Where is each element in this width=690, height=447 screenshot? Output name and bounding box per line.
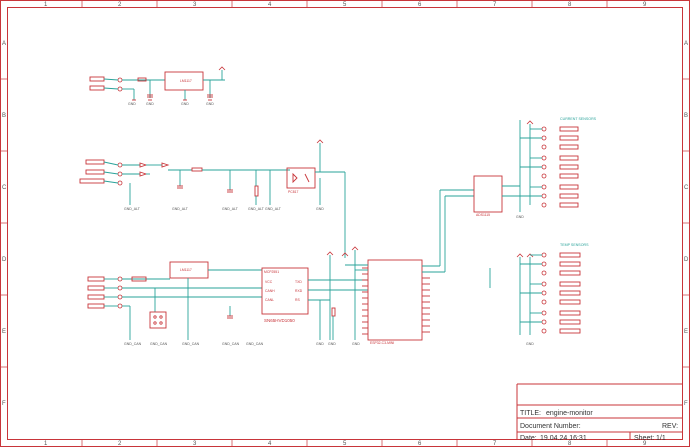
row-labels: A B C D E F A B C D E F (2, 41, 689, 407)
col-label-2: 2 (118, 2, 122, 8)
svg-text:GND: GND (316, 207, 324, 211)
svg-text:GND_ALT: GND_ALT (222, 207, 239, 211)
svg-text:GND: GND (526, 342, 534, 346)
svg-text:GND: GND (352, 342, 360, 346)
mcu-pins-right (422, 265, 430, 333)
mcu-pins-left (362, 267, 368, 335)
svg-text:D: D (684, 257, 689, 263)
document-number-label: Document Number: (520, 423, 581, 430)
svg-text:RXD: RXD (295, 289, 303, 293)
rev-label: REV: (662, 423, 678, 430)
svg-text:GND: GND (181, 102, 189, 106)
svg-text:E: E (684, 329, 688, 335)
col-label-4: 4 (268, 2, 272, 8)
svg-text:7: 7 (493, 441, 497, 447)
col-label-5: 5 (343, 2, 347, 8)
svg-text:LM1117: LM1117 (180, 79, 192, 83)
can-transceiver-chip (261, 267, 309, 315)
svg-text:GND_CAN: GND_CAN (182, 342, 200, 346)
svg-text:A: A (684, 41, 688, 47)
svg-text:6: 6 (418, 441, 422, 447)
col-label-8: 8 (568, 2, 572, 8)
power-input-section: LM1117 GND GND GND GND (89, 66, 226, 106)
row-dividers (0, 78, 690, 368)
svg-text:GND: GND (146, 102, 154, 106)
mcu-chip (367, 259, 423, 341)
title-block: TITLE: engine-monitor Document Number: R… (516, 383, 683, 442)
column-labels: 1 2 3 4 5 6 7 8 9 1 2 3 4 5 6 7 8 9 (44, 2, 647, 447)
io-expander-chip (473, 175, 503, 213)
right-connectors-top: CURRENT SENSORS (520, 117, 597, 208)
analog-input-section: PC817 GND_ALT GND_ALT GND_ALT GND_ALT GN… (79, 139, 345, 211)
row-label-d: D (2, 257, 7, 263)
can-section: LM1117 GND_CAN GND_CAN GND_CAN GND_CAN G… (87, 251, 368, 346)
voltage-regulator-top (164, 71, 204, 91)
svg-text:F: F (684, 401, 688, 407)
svg-text:GND_ALT: GND_ALT (172, 207, 189, 211)
date-label: Date: (520, 435, 537, 442)
svg-text:B: B (684, 113, 688, 119)
right-connectors-bottom: TEMP SENSORS GND (516, 243, 589, 346)
io-expander-block: ADS1115 GND (473, 120, 540, 219)
svg-text:GND: GND (516, 215, 524, 219)
row-label-f: F (2, 401, 6, 407)
svg-text:GND: GND (128, 102, 136, 106)
title-label: TITLE: (520, 410, 541, 417)
svg-text:GND: GND (316, 342, 324, 346)
transceiver-label: SN65HVD1050 (264, 318, 295, 323)
col-label-9: 9 (643, 2, 647, 8)
svg-text:TEMP SENSORS: TEMP SENSORS (560, 243, 589, 247)
sheet-value: 1/1 (656, 435, 666, 442)
jumper-header (149, 311, 167, 329)
can-transceiver-label: MCP2551 (264, 270, 279, 274)
svg-text:TXD: TXD (295, 280, 302, 284)
svg-text:1: 1 (44, 441, 48, 447)
col-label-1: 1 (44, 2, 48, 8)
svg-text:2: 2 (118, 441, 122, 447)
svg-text:GND_ALT: GND_ALT (265, 207, 282, 211)
col-label-6: 6 (418, 2, 422, 8)
mcu-label: ESP32-C3-MINI (370, 341, 394, 345)
svg-text:GND_CAN: GND_CAN (246, 342, 264, 346)
sheet-label: Sheet: (634, 435, 654, 442)
svg-text:GND: GND (206, 102, 214, 106)
title-value: engine-monitor (546, 410, 593, 417)
row-label-b: B (2, 113, 6, 119)
svg-text:3: 3 (193, 441, 197, 447)
row-label-e: E (2, 329, 6, 335)
svg-text:GND_ALT: GND_ALT (124, 207, 141, 211)
col-label-3: 3 (193, 2, 197, 8)
column-dividers (81, 0, 608, 447)
svg-text:RS: RS (295, 298, 300, 302)
col-label-7: 7 (493, 2, 497, 8)
svg-text:CURRENT SENSORS: CURRENT SENSORS (560, 117, 597, 121)
svg-text:5: 5 (343, 441, 347, 447)
row-label-a: A (2, 41, 6, 47)
svg-text:4: 4 (268, 441, 272, 447)
svg-text:CANH: CANH (265, 289, 275, 293)
svg-text:GND_CAN: GND_CAN (124, 342, 142, 346)
inner-frame (7, 7, 683, 440)
svg-text:VCC: VCC (265, 280, 273, 284)
svg-text:GND: GND (328, 342, 336, 346)
regulator-label: LM1117 (180, 268, 192, 272)
opto-label: PC817 (288, 190, 298, 194)
svg-text:GND_CAN: GND_CAN (150, 342, 168, 346)
svg-text:GND_ALT: GND_ALT (248, 207, 265, 211)
row-label-c: C (2, 185, 7, 191)
svg-text:C: C (684, 185, 689, 191)
microcontroller-block: ESP32-C3-MINI (341, 172, 491, 346)
svg-text:ADS1115: ADS1115 (476, 213, 490, 217)
optocoupler (286, 167, 316, 189)
svg-text:CANL: CANL (265, 298, 274, 302)
svg-text:8: 8 (568, 441, 572, 447)
date-value: 19.04.24 16:31 (540, 435, 587, 442)
svg-text:9: 9 (643, 441, 647, 447)
svg-text:GND_CAN: GND_CAN (222, 342, 240, 346)
